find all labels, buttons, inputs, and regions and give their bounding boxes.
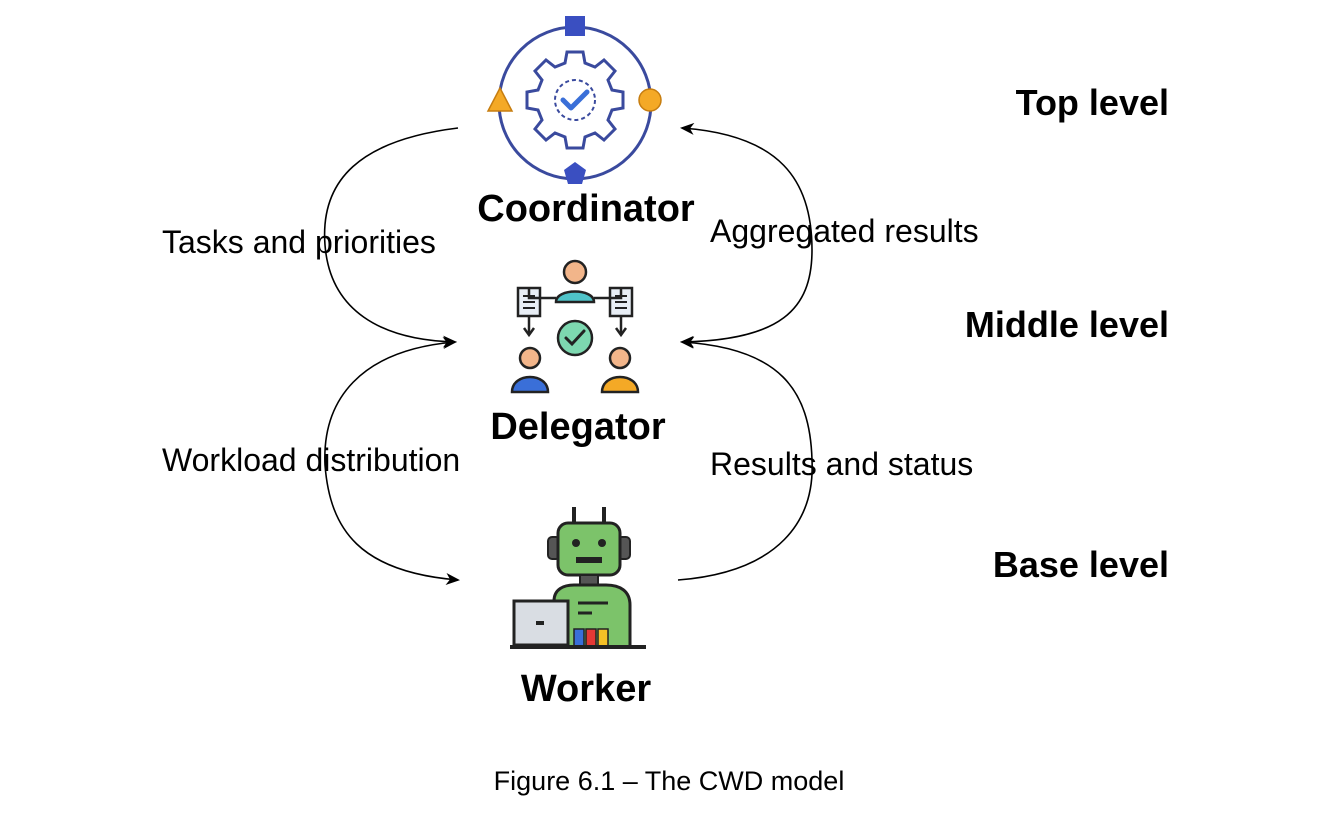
tasks-label: Tasks and priorities	[162, 224, 436, 260]
workload-label: Workload distribution	[162, 442, 461, 478]
top-level-label: Top level	[1015, 82, 1169, 123]
arrow-workload-upper	[324, 337, 457, 466]
arrow-tasks	[323, 127, 459, 348]
delegator-label: Delegator	[490, 406, 666, 448]
coordinator-label: Coordinator	[477, 188, 695, 230]
arrow-results-status	[677, 336, 813, 581]
arrow-workload	[324, 464, 460, 585]
middle-level-label: Middle level	[964, 304, 1169, 345]
arrow-aggregated-lower	[680, 249, 813, 348]
worker-label: Worker	[520, 668, 652, 710]
results-status-label: Results and status	[710, 446, 974, 482]
robot-worker-icon	[510, 507, 646, 649]
gear-cycle-icon	[486, 16, 662, 184]
aggregated-label: Aggregated results	[710, 213, 979, 249]
figure-caption: Figure 6.1 – The CWD model	[493, 766, 845, 796]
team-delegation-icon	[510, 259, 640, 394]
arrow-aggregated	[680, 122, 813, 251]
base-level-label: Base level	[992, 544, 1169, 585]
